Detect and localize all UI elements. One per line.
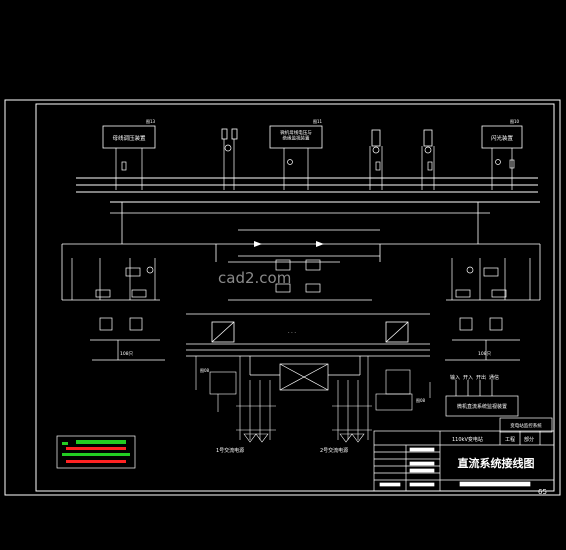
voltage-regulator-label: 母线调压装置	[112, 134, 146, 142]
right-ac-feeders	[332, 356, 431, 443]
battery-right-label: 108只	[478, 351, 492, 357]
center-relays	[228, 259, 372, 301]
legend-box	[56, 435, 136, 469]
title-block	[373, 430, 555, 492]
title-block-stage: 工程	[505, 436, 515, 443]
signal-do: 开出	[476, 374, 486, 381]
substation-monitor-label: 变电站监控系统	[510, 422, 542, 429]
signal-di: 开入	[463, 375, 473, 381]
tag-08-right: 图08	[416, 397, 426, 403]
left-charger-cluster	[62, 258, 165, 361]
title-block-project: 110kV变电站	[452, 436, 483, 443]
top-drops	[115, 139, 515, 190]
rectifier-feed-bus	[186, 313, 430, 357]
signal-bus-bars	[76, 177, 540, 203]
ac-source-1-label: 1号交流电源	[216, 447, 244, 454]
signal-comm: 通信	[489, 374, 499, 381]
center-converter	[249, 356, 361, 391]
tag-13: 图13	[146, 118, 156, 124]
tag-10: 图10	[510, 118, 520, 124]
tag-08-left: 图08	[200, 367, 210, 373]
right-monitor-area	[445, 380, 553, 433]
ac-source-2-label: 2号交流电源	[320, 447, 348, 454]
page-number: 65	[538, 488, 547, 496]
right-charger-cluster	[445, 258, 540, 361]
watermark-text: cad2.com	[218, 269, 291, 287]
left-ac-feeders	[195, 356, 276, 443]
diode-symbols	[254, 241, 324, 247]
main-dc-bus	[61, 202, 541, 300]
signal-input: 输入	[450, 374, 460, 381]
title-block-part: 部分	[524, 436, 534, 443]
drawing-title: 直流系统接线图	[458, 456, 535, 470]
dots-label: · · ·	[288, 330, 296, 336]
microcomputer-monitor-label: 微机直流系统监视装置	[457, 403, 507, 410]
battery-left-label: 108只	[120, 351, 134, 357]
insulation-monitor-label: 微机母线电压与绝缘监视装置	[280, 129, 312, 141]
top-devices	[102, 125, 523, 149]
drawing-frame	[4, 99, 561, 496]
flash-device-label: 闪光装置	[491, 134, 514, 142]
tag-11: 图11	[313, 118, 323, 124]
